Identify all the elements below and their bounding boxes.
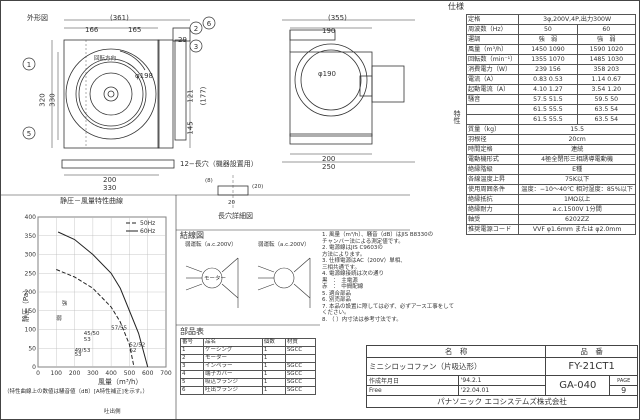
cell: 吐出フランジ [202,386,263,395]
y-tick-label: 350 [25,233,37,240]
x-tick-label: 200 [69,370,81,377]
spec-label: 推奨電源コード [465,224,520,235]
chart-note: （特性曲線上の数値は騒音値（dB）[A特性補正]を示す。） [4,389,149,395]
chart-annotation: 45/50 [84,331,100,337]
chart-annotation: 57/55 [111,326,127,332]
dim-200-right: 200 [322,155,336,163]
dim-8: (8) [205,178,213,184]
chart-annotation: 52/52 [129,342,145,348]
slot-detail-title: 長穴詳細図 [218,212,253,220]
slot-label: 12−長穴（機器設置用） [180,160,258,168]
y-tick-label: 200 [25,289,37,296]
title-block: 名 称 品 番 ミニシロッコファン（片吸込形） FY-21CT1 作成年月日 '… [365,345,638,408]
x-tick-label: 600 [142,370,154,377]
dim-198: φ198 [135,72,153,80]
chart-outlet: 吐出側 [104,409,121,415]
wiring-notes: 1. 風量（m³/h）、騒音（dB）はJIS B8330の チャンバー法による測… [322,232,455,323]
dim-200-left: 200 [103,176,117,184]
wiring-left-label: 弱運転（a.c.200V） [185,242,237,248]
chart-annotation: 弱 [56,315,62,322]
fan-curve-chart: 0 100 200 300 400 500 600 700 0 50 100 150 200 250 300… [25,214,172,377]
dim-20b: 20 [228,200,235,206]
dim-165: 165 [128,26,142,34]
spec-value: VVF φ1.6mm または φ2.0mm [518,224,636,235]
balloon-3: 3 [194,43,198,51]
note-line: 2. 電源線はJIS C9603の [322,245,383,251]
chart-annotation: 53 [75,352,82,358]
x-tick-label: 100 [51,370,63,377]
note-line: 6. 別売部品 [322,297,351,303]
table-row: 運調強 弱強 弱 [465,34,637,45]
outline-title: 外形図 [27,14,48,22]
y-tick-label: 100 [25,327,37,334]
balloon-5: 5 [27,130,31,138]
spec-side-label: 特性 [453,110,461,124]
wiring-right-label: 弱運転（a.c.200V） [258,242,310,248]
dim-250: 250 [322,163,336,171]
x-tick-label: 500 [124,370,136,377]
dim-330-bottom: 330 [103,184,117,192]
y-tick-label: 400 [25,214,37,221]
dim-166: 166 [85,26,99,34]
x-tick-label: 400 [105,370,117,377]
note-line: 5. 適合部品 [322,290,351,297]
y-tick-label: 250 [25,270,37,277]
note-line: チャンバー法による測定値です。 [322,238,404,245]
y-tick-label: 300 [25,252,37,259]
note-line: 方法によります。 [322,251,366,258]
balloon-1: 1 [27,61,31,69]
note-line: 三相共通です。 [322,264,360,271]
y-tick-label: 0 [32,364,36,371]
balloon-2: 2 [194,25,198,33]
dim-361: (361) [110,14,129,22]
chart-annotation: 49/53 [75,348,91,354]
wiring-title: 結線図 [180,231,204,240]
legend-label: 60Hz [140,228,155,235]
note-line: 黒 ： 主電源 [322,277,358,284]
note-line: 7. 本品の設置に際しては必ず、必ずアース工事をして [322,303,455,310]
x-tick-label: 700 [160,370,172,377]
dim-20a: (20) [252,184,264,190]
dim-29: 29 [178,36,187,44]
dim-phi190: φ190 [318,70,336,78]
x-tick-label: 300 [87,370,99,377]
chart-xlabel: 風量（m³/h） [98,378,143,386]
note-line: 3. 仕様電源はAC（200V）単相、 [322,258,406,264]
note-line: 1. 風量（m³/h）、騒音（dB）はJIS B8330の [322,232,434,238]
chart-annotation: 62 [129,348,136,354]
wiring-motor-left: モーター [204,276,227,282]
dim-190: 190 [322,27,336,35]
note-line: 4. 電源線接続は次の通り [322,271,384,277]
wiring-diagram [185,257,311,308]
note-line: 8. （ ）内寸法は参考寸法です。 [322,316,402,323]
chart-title: 静圧－風量特性曲線 [60,197,123,205]
note-line: ください。 [322,310,350,316]
company-name: パナソニック エコシステムズ株式会社 [366,395,638,408]
series-line-50Hz [56,269,135,368]
x-tick-label: 0 [36,370,40,377]
y-tick-label: 150 [25,308,37,315]
y-tick-label: 50 [28,345,36,352]
chart-annotation: 強 [62,299,68,307]
series-line-60Hz [57,231,149,368]
parts-title: 部品表 [180,327,204,336]
dim-355: (355) [328,14,347,22]
balloon-6: 6 [207,20,212,28]
rotation-label: 回転方向 [94,56,117,62]
spec-title: 仕様 [448,2,464,11]
chart-annotation: 53 [84,337,91,343]
note-line: 赤 ： 中間配線 [322,284,364,290]
legend-label: 50Hz [140,220,155,227]
cell: SGCC [284,386,317,395]
